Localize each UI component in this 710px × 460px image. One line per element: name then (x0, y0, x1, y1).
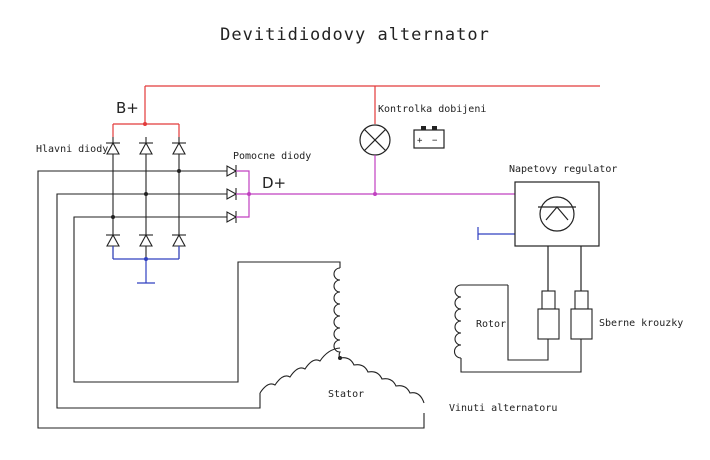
b-plus-wiring (112, 85, 600, 137)
voltage-regulator (514, 181, 600, 291)
ground-node (144, 257, 148, 261)
voltage-regulator-label: Napetovy regulator (509, 164, 617, 175)
auxiliary-diode-icons (226, 165, 238, 223)
charge-lamp-label: Kontrolka dobijeni (378, 104, 486, 115)
b-plus-node (143, 122, 147, 126)
stator-winding-icons (259, 267, 425, 404)
stator-label: Stator (328, 389, 364, 400)
main-diodes-label: Hlavni diody (36, 144, 108, 155)
rotor-label: Rotor (476, 319, 506, 330)
charge-lamp-icon (359, 124, 391, 156)
battery-minus-sign: − (432, 136, 438, 146)
slip-rings-label: Sberne krouzky (599, 318, 683, 329)
aux-diodes-label: Pomocne diody (233, 151, 311, 162)
d-plus-label: D+ (262, 174, 286, 192)
windings-label: Vinuti alternatoru (449, 403, 557, 414)
stator-star-point (338, 356, 342, 360)
b-plus-label: B+ (116, 99, 139, 117)
upper-diode-icons (106, 141, 186, 155)
diagram-title: Devitidiodovy alternator (220, 25, 490, 45)
d-plus-nodes (247, 192, 377, 196)
rotor-wiring (460, 284, 582, 373)
rotor-coil-icon (453, 284, 462, 359)
slip-ring-brushes (537, 290, 593, 340)
battery-icon: + − (413, 126, 445, 149)
battery-plus-sign: + (417, 136, 423, 146)
lower-diode-icons (106, 233, 186, 247)
stator-wiring (37, 170, 425, 429)
